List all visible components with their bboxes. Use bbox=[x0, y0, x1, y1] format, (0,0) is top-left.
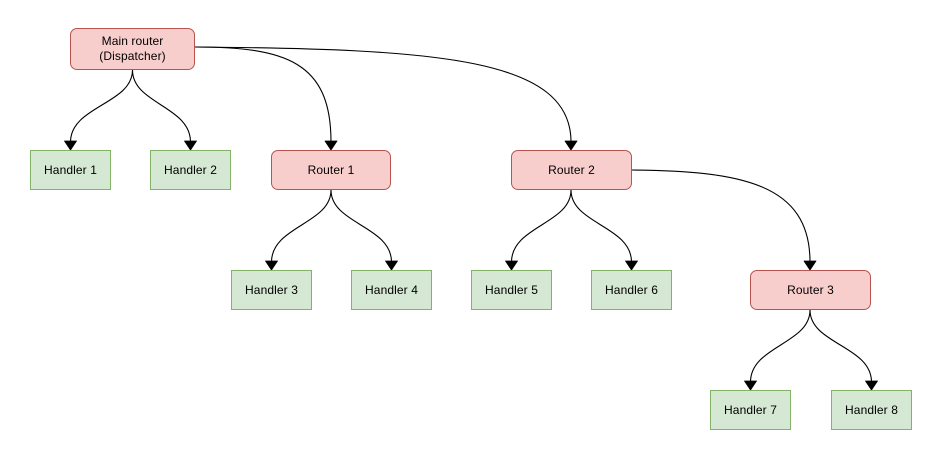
node-router-3[interactable]: Router 3 bbox=[750, 270, 871, 310]
node-label: Handler 8 bbox=[845, 402, 898, 417]
edge-router-3-to-handler-7 bbox=[749, 309, 811, 383]
arrowhead-e-r2-r3 bbox=[803, 260, 817, 271]
node-handler-2[interactable]: Handler 2 bbox=[150, 150, 231, 190]
arrowhead-e-main-r1 bbox=[324, 140, 338, 151]
node-handler-3[interactable]: Handler 3 bbox=[231, 270, 312, 310]
arrowhead-e-main-h2 bbox=[184, 140, 197, 151]
node-label: Handler 4 bbox=[365, 282, 418, 297]
node-label: Router 3 bbox=[787, 282, 834, 297]
arrowhead-e-main-r2 bbox=[564, 140, 578, 151]
node-handler-1[interactable]: Handler 1 bbox=[30, 150, 111, 190]
arrowhead-e-r2-h6 bbox=[625, 260, 638, 271]
edge-main-router-to-handler-1 bbox=[69, 69, 134, 143]
node-label: Handler 6 bbox=[605, 282, 658, 297]
node-label: Handler 2 bbox=[164, 162, 217, 177]
arrowhead-e-main-h1 bbox=[64, 140, 77, 151]
node-handler-7[interactable]: Handler 7 bbox=[710, 390, 791, 430]
node-label: Handler 7 bbox=[724, 402, 777, 417]
edge-main-router-to-handler-2 bbox=[131, 69, 192, 143]
edge-router-2-to-handler-5 bbox=[510, 189, 572, 263]
node-handler-5[interactable]: Handler 5 bbox=[471, 270, 552, 310]
node-router-2[interactable]: Router 2 bbox=[511, 150, 632, 190]
edge-main-router-to-router-2 bbox=[194, 46, 572, 143]
node-label: Handler 3 bbox=[245, 282, 298, 297]
node-handler-6[interactable]: Handler 6 bbox=[591, 270, 672, 310]
node-label: Handler 5 bbox=[485, 282, 538, 297]
edge-router-1-to-handler-4 bbox=[330, 189, 393, 263]
arrowhead-e-r3-h7 bbox=[744, 380, 757, 391]
edge-main-router-to-router-1 bbox=[194, 46, 332, 143]
node-label: Handler 1 bbox=[44, 162, 97, 177]
node-handler-8[interactable]: Handler 8 bbox=[831, 390, 912, 430]
node-main-router[interactable]: Main router (Dispatcher) bbox=[70, 28, 195, 70]
edge-router-2-to-handler-6 bbox=[570, 189, 633, 263]
edge-router-2-to-router-3 bbox=[631, 169, 811, 263]
node-label: Router 2 bbox=[548, 162, 595, 177]
arrowhead-e-r2-h5 bbox=[505, 260, 518, 271]
arrowhead-e-r3-h8 bbox=[865, 380, 878, 391]
edge-router-1-to-handler-3 bbox=[270, 189, 332, 263]
arrowhead-e-r1-h3 bbox=[265, 260, 278, 271]
edge-router-3-to-handler-8 bbox=[809, 309, 873, 383]
node-label: Router 1 bbox=[307, 162, 355, 177]
arrowhead-e-r1-h4 bbox=[385, 260, 398, 271]
node-router-1[interactable]: Router 1 bbox=[271, 150, 391, 190]
node-label: Main router (Dispatcher) bbox=[99, 34, 166, 63]
node-handler-4[interactable]: Handler 4 bbox=[351, 270, 432, 310]
